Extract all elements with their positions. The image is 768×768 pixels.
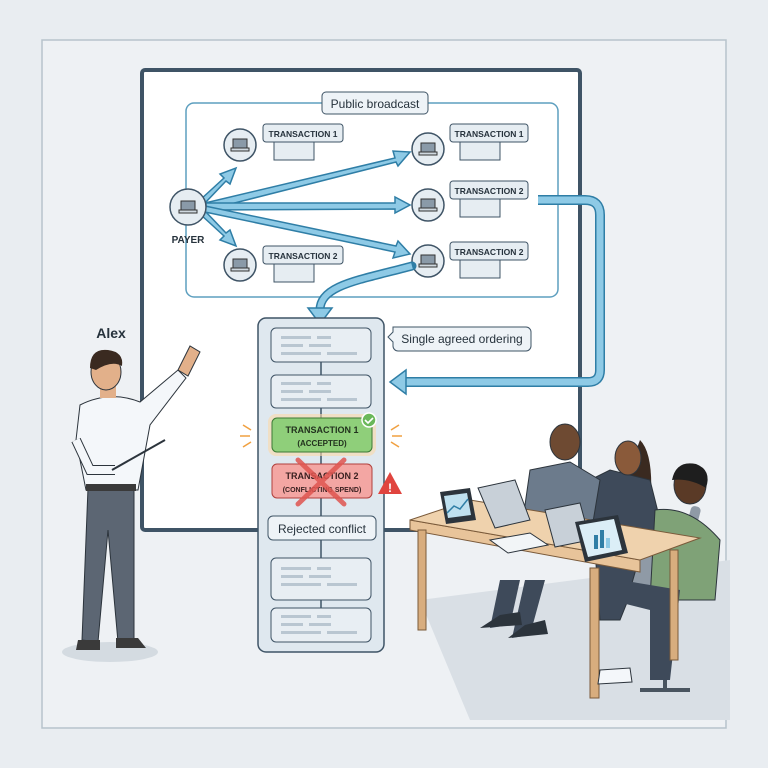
tx-label-left-2: TRANSACTION 2 [262, 245, 344, 283]
node-right-1 [411, 132, 445, 166]
node-right-3 [411, 244, 445, 278]
svg-text:TRANSACTION 2: TRANSACTION 2 [455, 247, 524, 257]
svg-text:(CONFLICTING SPEND): (CONFLICTING SPEND) [283, 487, 362, 494]
tx-label-right-3: TRANSACTION 2 [449, 241, 529, 279]
tx-label-right-1: TRANSACTION 1 [449, 123, 529, 161]
team-meeting [409, 423, 721, 699]
svg-text:TRANSACTION 2: TRANSACTION 2 [455, 186, 524, 196]
svg-text:TRANSACTION 1: TRANSACTION 1 [285, 425, 358, 435]
rejected-conflict-label: Rejected conflict [278, 522, 367, 536]
presenter-name: Alex [96, 325, 126, 341]
cross-icon [295, 457, 347, 507]
broadcast-arrows [198, 150, 412, 260]
ordering-label: Single agreed ordering [401, 332, 522, 346]
svg-text:!: ! [388, 481, 392, 495]
accepted-transaction: TRANSACTION 1 (ACCEPTED) [271, 417, 373, 453]
node-left-2 [223, 248, 257, 282]
node-left-1 [223, 128, 257, 162]
svg-text:(ACCEPTED): (ACCEPTED) [297, 439, 347, 448]
svg-text:TRANSACTION 1: TRANSACTION 1 [269, 129, 338, 139]
payer-label: PAYER [172, 235, 206, 246]
highlight-rays [240, 424, 402, 448]
svg-text:TRANSACTION 2: TRANSACTION 2 [285, 471, 358, 481]
broadcast-title: Public broadcast [331, 97, 420, 111]
ledger-block [270, 374, 372, 409]
broadcast-title-box [321, 91, 429, 115]
ledger-block [270, 557, 372, 601]
presenter-alex [62, 345, 201, 662]
tx-label-left-1: TRANSACTION 1 [262, 123, 344, 161]
check-icon [361, 412, 377, 428]
node-right-2 [411, 188, 445, 222]
rejected-conflict-label-box [267, 515, 377, 541]
svg-text:TRANSACTION 1: TRANSACTION 1 [455, 129, 524, 139]
svg-text:TRANSACTION 2: TRANSACTION 2 [269, 251, 338, 261]
ordering-callout [387, 326, 532, 352]
tx-label-right-2: TRANSACTION 2 [449, 180, 529, 218]
ledger-block [270, 327, 372, 363]
ledger-block [270, 607, 372, 643]
warning-icon: ! [378, 472, 402, 495]
payer-node [169, 188, 207, 226]
